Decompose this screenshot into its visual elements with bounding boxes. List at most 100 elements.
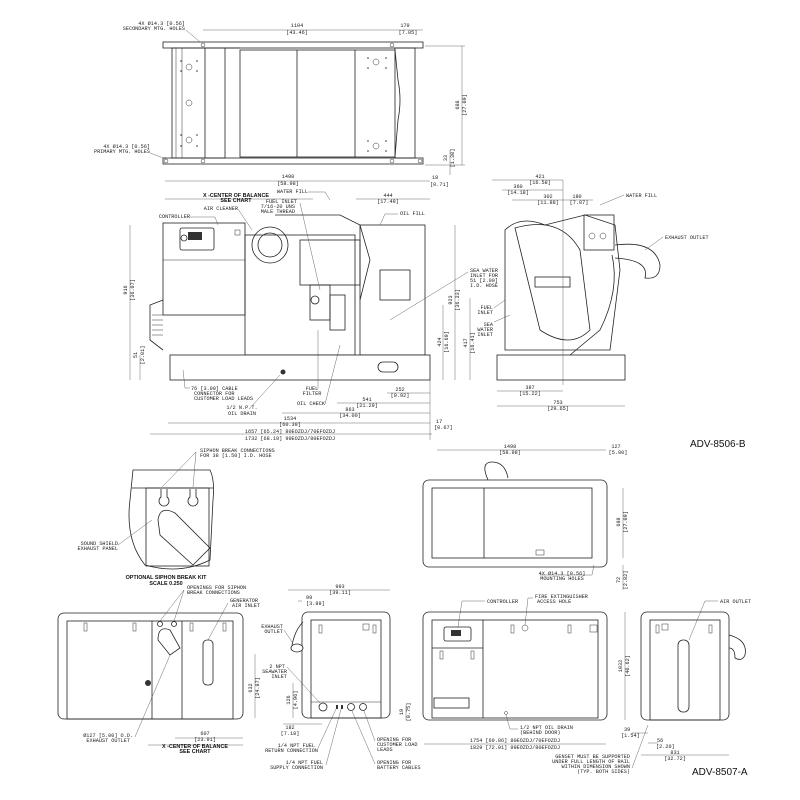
- top-view-secondary-holes-label: SECONDARY MTG. HOLES: [123, 26, 185, 32]
- enclosure-top-dim-72-label: 72: [616, 577, 622, 583]
- end-view-dim-180-label: 180: [572, 194, 581, 200]
- enclosure-front-oil-drain-label: 1/2 NPT OIL DRAIN: [520, 725, 573, 731]
- side-view-sea-water-inlet-label: INLET FOR: [470, 273, 498, 279]
- side-view-oil-fill-label: OIL FILL: [400, 211, 425, 217]
- enclosure-left-center-balance-label: X -CENTER OF BALANCE: [162, 744, 228, 750]
- end-view-sea-water-inlet-label: INLET: [477, 332, 493, 338]
- enclosure-top-dim-688-label: 688: [616, 517, 622, 526]
- side-view-air-cleaner-label: AIR CLEANER: [204, 206, 238, 212]
- top-view-dim-width-label: [43.46]: [286, 30, 308, 36]
- side-view-dim-444-label: 444: [383, 193, 392, 199]
- end-view-dim-421-label: 421: [535, 174, 544, 180]
- enclosure-left-siphon-openings-label: BREAK CONNECTIONS: [187, 590, 240, 596]
- top-view-dim-length-label: 1498: [282, 174, 294, 180]
- enclosure-end-seawater-inlet-label: SEAWATER: [262, 669, 287, 675]
- side-view-dim-1534-label: 1534: [284, 416, 296, 422]
- enclosure-right-dim-1032-label: 1032: [618, 660, 624, 672]
- enclosure-end-dim-126-label: 126: [286, 695, 292, 704]
- enclosure-right-dim-1032-label: [40.62]: [625, 655, 631, 677]
- enclosure-end-seawater-inlet-label: INLET: [271, 674, 287, 680]
- enclosure-end-exhaust-outlet-label: OUTLET: [264, 629, 283, 635]
- top-view-dim-offset-label: 179: [400, 23, 409, 29]
- top-view-primary-holes-label: 4X Ø14.3 [0.56]: [103, 143, 150, 150]
- side-view-dim-444-label: [17.49]: [377, 199, 399, 205]
- side-view-sea-water-inlet-label: I.D. HOSE: [470, 283, 498, 289]
- side-view-dim-17-label: [0.67]: [434, 425, 453, 431]
- top-view-dim-end-label: [0.71]: [430, 182, 449, 188]
- enclosure-front-dim-length-label: 1829 [72.01] 99EOZDJ/80EFOZDJ: [470, 745, 560, 751]
- enclosure-front-fire-hole-label: ACCESS HOLE: [537, 599, 571, 605]
- siphon-kit-connections-label: FOR 38 [1.50] I.D. HOSE: [200, 453, 272, 459]
- enclosure-end-view: [283, 589, 407, 766]
- side-view-dim-424-label: [16.69]: [444, 331, 450, 353]
- enclosure-left-air-inlet-label: AIR INLET: [232, 603, 260, 609]
- side-view-dim-252-label: [9.92]: [391, 393, 410, 399]
- end-view-dim-417-label: 417: [463, 338, 469, 347]
- enclosure-end-fuel-supply-label: 1/4 NPT FUEL: [286, 760, 323, 766]
- enclosure-top-mounting-holes-label: MOUNTING HOLES: [540, 576, 584, 582]
- enclosure-front-support-note-label: WITHIN DIMENSION SHOWN: [562, 764, 631, 770]
- enclosure-top-dim-1498-label: 1498: [504, 444, 516, 450]
- end-view-dim-417-label: [16.41]: [470, 332, 476, 354]
- top-view-dim-offset-label: [7.05]: [399, 30, 418, 36]
- end-view-dim-302-label: [11.88]: [537, 200, 559, 206]
- enclosure-top-dim-127-label: 127: [611, 444, 620, 450]
- enclosure-front-oil-drain-label: (BEHIND DOOR): [520, 730, 560, 736]
- side-view-dim-923-label: [36.33]: [455, 289, 461, 311]
- end-view-exhaust-outlet-label: EXHAUST OUTLET: [665, 235, 709, 241]
- side-view-dim-541-label: [21.29]: [356, 403, 378, 409]
- enclosure-right-view: [624, 600, 746, 769]
- enclosure-end-exhaust-outlet-label: EXHAUST: [261, 624, 283, 630]
- end-view-dim-360-label: [14.18]: [507, 190, 529, 196]
- side-view-dim-overall-label: 1732 [68.19] 99EOZDJ/80EFOZDJ: [245, 436, 335, 442]
- end-view-fuel-inlet-label: INLET: [477, 310, 493, 316]
- enclosure-right-dim-831-label: [32.72]: [664, 756, 686, 762]
- enclosure-end-dim-993-label: 993: [335, 584, 344, 590]
- enclosure-front-support-note-label: UNDER FULL LENGTH OF RAIL: [552, 759, 630, 765]
- side-view-dim-863-label: 863: [345, 407, 354, 413]
- enclosure-left-air-inlet-label: GENERATOR: [230, 598, 258, 604]
- top-view-dim-depth-label: [27.09]: [462, 94, 468, 116]
- enclosure-left-dim-632-label: [24.87]: [255, 677, 261, 699]
- side-view-controller-label: CONTROLLER: [159, 214, 190, 220]
- side-view-dim-424-label: 424: [437, 337, 443, 346]
- enclosure-right-dim-831-label: 831: [670, 750, 679, 756]
- drawing-numbers-upper-drawing-number: ADV-8506-B: [690, 439, 746, 450]
- enclosure-end-dim-99-label: 99: [306, 595, 312, 601]
- enclosure-left-exhaust-label: EXHAUST OUTLET: [86, 738, 130, 744]
- enclosure-left-dim-607-label: 607: [200, 731, 209, 737]
- enclosure-right-dim-56-label: [2.20]: [656, 744, 675, 750]
- end-view-dim-421-label: [16.58]: [529, 180, 551, 186]
- enclosure-left-dim-632-label: 632: [248, 683, 254, 692]
- end-view-dim-302-label: 302: [543, 194, 552, 200]
- side-view-cable-connector-label: CONNECTOR FOR: [194, 391, 234, 397]
- siphon-kit-scale-label: SCALE 0.250: [149, 581, 182, 587]
- enclosure-front-fire-hole-label: FIRE EXTINGUISHER: [535, 594, 588, 600]
- end-view-dim-387-label: [15.22]: [519, 391, 541, 397]
- top-view-dim-depth-label: 688: [455, 100, 461, 109]
- enclosure-top-mounting-holes-label: 4X Ø14.3 [0.56]: [539, 570, 586, 577]
- end-view-water-fill-label: WATER FILL: [626, 193, 657, 199]
- enclosure-end-fuel-supply-label: SUPPLY CONNECTION: [270, 765, 323, 771]
- enclosure-right-dim-39-label: [1.54]: [621, 733, 640, 739]
- enclosure-top-dim-1498-label: [58.98]: [499, 450, 521, 456]
- side-view-fuel-filter-label: FILTER: [303, 391, 322, 397]
- enclosure-left-dim-607-label: [23.91]: [194, 737, 216, 743]
- top-view-primary-holes-label: PRIMARY MTG. HOLES: [94, 149, 150, 155]
- side-view-oil-drain-label: OIL DRAIN: [228, 411, 256, 417]
- side-view-oil-drain-label: 1/2 N.P.T.: [226, 405, 257, 411]
- generator-end-view: [469, 179, 664, 407]
- side-view-dim-541-label: 541: [362, 397, 371, 403]
- enclosure-end-battery-label: OPENING FOR: [377, 760, 411, 766]
- enclosure-end-load-leads-label: CUSTOMER LOAD: [377, 742, 417, 748]
- side-view-fuel-inlet-label: 7/16-20 UNS: [261, 204, 295, 210]
- side-view-dim-51-label: [2.01]: [140, 346, 146, 365]
- generator-side-view: [129, 191, 469, 440]
- side-view-fuel-filter-label: FUEL: [306, 386, 318, 392]
- side-view-dim-923-label: 923: [448, 295, 454, 304]
- side-view-cable-connector-label: CUSTOMER LOAD LEADS: [194, 396, 253, 402]
- enclosure-front-view: [422, 597, 608, 745]
- enclosure-end-dim-182-label: [7.18]: [281, 731, 300, 737]
- enclosure-front-controller-label: CONTROLLER: [487, 599, 518, 605]
- side-view-dim-1534-label: [60.39]: [279, 422, 301, 428]
